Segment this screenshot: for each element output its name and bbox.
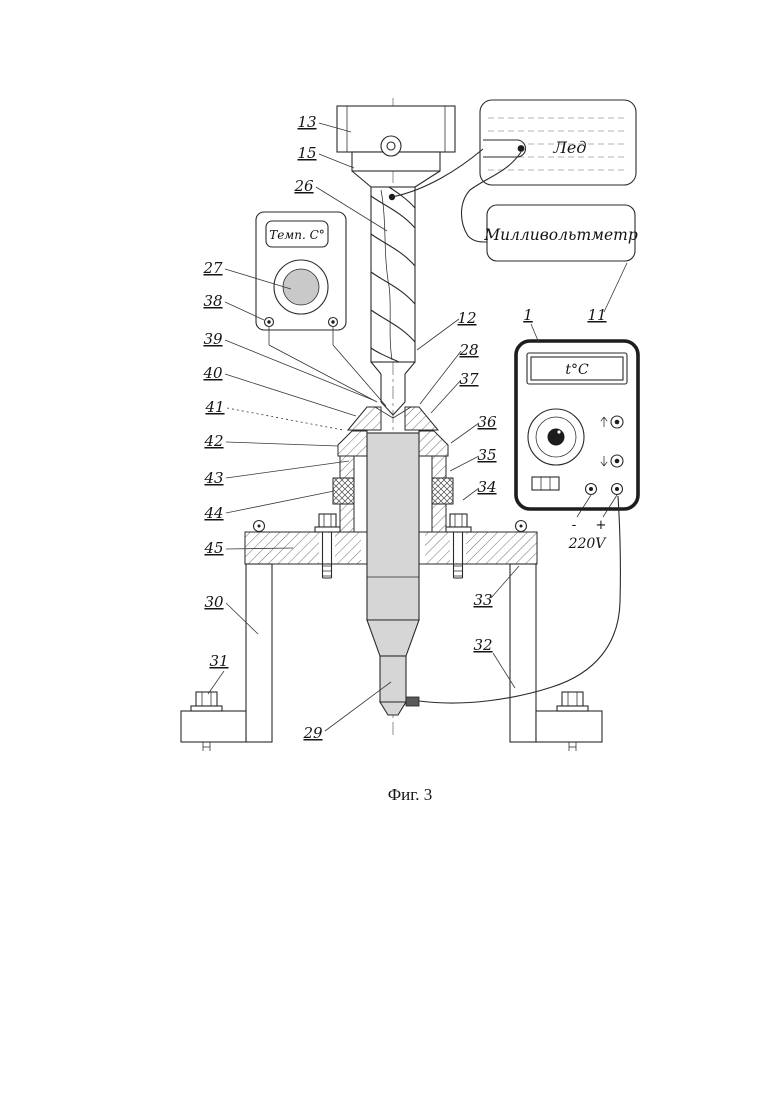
- down-button: [610, 454, 624, 468]
- plate-bolt-right: [445, 513, 472, 579]
- cold-junction-dot: [517, 145, 525, 152]
- reference-labels: 13 15 26 27 38 39 40 41 42 43 44 45 30 3…: [202, 113, 606, 742]
- stand-foot-left: [180, 710, 247, 743]
- stand-leg-right: [509, 563, 537, 743]
- ref-42: 42: [203, 432, 223, 450]
- ref-15: 15: [297, 144, 316, 162]
- ref-33: 33: [473, 591, 492, 609]
- ice-label: Лед: [553, 138, 587, 157]
- wire-drill-to-ice: [391, 148, 484, 198]
- drill-press-spindle: [336, 105, 456, 188]
- foot-bolt-right: [556, 691, 589, 751]
- lower-spindle-tip: [379, 701, 407, 716]
- ref-29: 29: [302, 724, 323, 742]
- stand-leg-left: [245, 563, 273, 743]
- ref-41: 41: [204, 398, 224, 416]
- thermocouple-lead-left: [268, 344, 378, 403]
- ref-37: 37: [459, 370, 479, 388]
- power-minus-sign: -: [572, 518, 577, 533]
- ref-27: 27: [202, 259, 223, 277]
- cone-seat-left: [346, 406, 382, 431]
- millivoltmeter-box: Милливольтметр: [483, 204, 638, 262]
- drill-tip: [380, 401, 406, 416]
- pickup-probe: [405, 696, 420, 707]
- gland-right: [431, 477, 454, 505]
- drill-bit: [370, 186, 416, 416]
- cold-junction-tube: [483, 139, 526, 158]
- temp-dial: [273, 259, 329, 315]
- ref-43: 43: [203, 469, 223, 487]
- cone-seat-right: [404, 406, 440, 431]
- ref-45: 45: [203, 539, 223, 557]
- temperature-device: Темп. С°: [255, 211, 347, 345]
- ref-26: 26: [293, 177, 314, 195]
- power-switch: [531, 476, 560, 491]
- base-stand: [180, 563, 603, 751]
- wires: [268, 148, 621, 704]
- stand-foot-right: [535, 710, 603, 743]
- wire-ice-to-millivoltmeter: [460, 151, 522, 243]
- spindle-body: [366, 432, 420, 621]
- multimeter-dial: [527, 408, 585, 466]
- ref-28: 28: [458, 341, 478, 359]
- ref-44: 44: [203, 504, 223, 522]
- ref-13: 13: [297, 113, 316, 131]
- multimeter-display-value: t°C: [565, 362, 589, 378]
- dial-knob: [547, 428, 565, 446]
- ref-35: 35: [477, 446, 496, 464]
- ref-32: 32: [473, 636, 492, 654]
- millivoltmeter-label: Милливольтметр: [483, 226, 638, 244]
- ref-31: 31: [209, 652, 228, 670]
- ice-bath-box: Лед: [479, 99, 637, 186]
- gland-left: [332, 477, 355, 505]
- ref-1: 1: [523, 306, 533, 324]
- wire-probe-to-multimeter: [418, 495, 621, 704]
- leader-lines: [207, 122, 628, 732]
- collar-left: [337, 430, 368, 457]
- down-arrow-icon: [600, 456, 608, 467]
- lower-spindle: [366, 619, 420, 716]
- ref-11: 11: [587, 306, 606, 324]
- power-plus-sign: +: [596, 518, 607, 533]
- ref-40: 40: [202, 364, 223, 382]
- ref-38: 38: [203, 292, 222, 310]
- ref-39: 39: [203, 330, 223, 348]
- ref-30: 30: [204, 593, 224, 611]
- multimeter-device: t°C - + 220V: [514, 339, 640, 552]
- up-arrow-icon: [600, 416, 608, 427]
- thermocouple-lead-right: [332, 344, 387, 407]
- power-voltage-label: 220V: [568, 536, 608, 552]
- plate-bolt-left: [314, 513, 341, 579]
- collar-right: [418, 430, 449, 457]
- fixture-assembly: [244, 406, 538, 621]
- figure-caption: Фиг. 3: [388, 785, 433, 804]
- foot-bolt-left: [190, 691, 223, 751]
- ref-34: 34: [477, 478, 496, 496]
- ref-36: 36: [477, 413, 497, 431]
- ref-12: 12: [457, 309, 476, 327]
- up-button: [610, 415, 624, 429]
- temp-device-label: Темп. С°: [269, 228, 325, 242]
